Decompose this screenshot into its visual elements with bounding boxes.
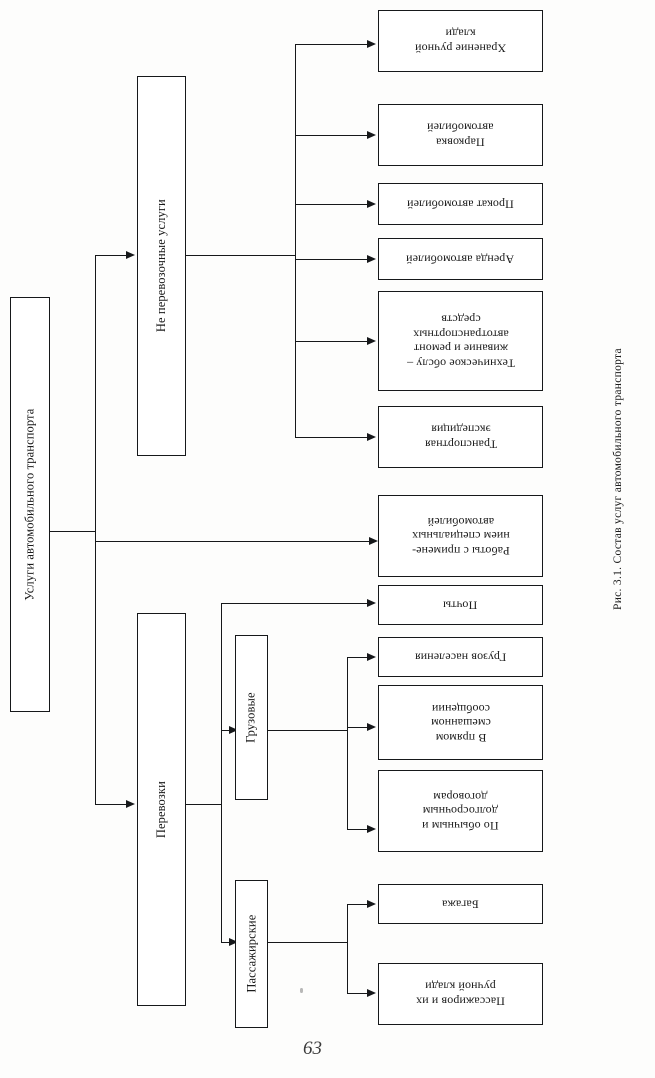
connector-transportation-stem	[186, 804, 222, 806]
node-transportation: Перевозки	[137, 613, 186, 1006]
connector-to-car-rental-prokat	[295, 204, 372, 206]
connector-passenger-trunk	[347, 904, 349, 994]
figure-caption: Рис. 3.1. Состав услуг автомобильного тр…	[612, 348, 624, 610]
connector-to-passenger	[221, 942, 234, 944]
leaf-maintenance-and-repair-label: Техническое обслу – живание и ремонт авт…	[406, 312, 515, 371]
arrow-to-regular-longterm-contracts	[367, 824, 376, 833]
leaf-mixed-traffic: В прямом смешанном сообщении	[378, 685, 543, 760]
arrow-to-maintenance-and-repair	[367, 336, 376, 345]
leaf-maintenance-and-repair: Техническое обслу – живание и ремонт авт…	[378, 291, 543, 391]
arrow-to-population-freight	[367, 652, 376, 661]
leaf-freight-forwarding: Транспортная экспедиция	[378, 406, 543, 468]
connector-root-stem	[50, 531, 96, 533]
connector-to-freight-forwarding	[295, 437, 372, 439]
arrow-root-to-nontransport	[126, 250, 135, 259]
connector-to-car-parking	[295, 135, 372, 137]
leaf-regular-longterm-contracts: По обычным и долгосрочным договорам	[378, 770, 543, 852]
leaf-population-freight-label: Грузов населения	[414, 650, 507, 665]
node-passenger-label: Пассажирские	[243, 914, 258, 994]
arrow-to-car-rental-prokat	[367, 199, 376, 208]
arrow-root-to-transportation	[126, 799, 135, 808]
connector-root-to-transportation	[95, 804, 132, 806]
connector-to-mail	[221, 603, 372, 605]
leaf-car-parking: Парковка автомобилей	[378, 104, 543, 166]
leaf-baggage: Багажа	[378, 884, 543, 924]
leaf-mixed-traffic-label: В прямом смешанном сообщении	[430, 701, 491, 745]
leaf-car-lease-arenda: Аренда автомобилей	[378, 238, 543, 280]
arrow-to-freight-forwarding	[367, 432, 376, 441]
connector-passenger-stem	[268, 942, 348, 944]
arrow-to-baggage	[367, 899, 376, 908]
node-freight-label: Грузовые	[243, 692, 258, 743]
leaf-hand-luggage-storage-label: Хранение ручной клади	[414, 27, 507, 56]
node-freight: Грузовые	[235, 635, 268, 800]
connector-to-car-lease-arenda	[295, 259, 372, 261]
node-transportation-label: Перевозки	[153, 780, 168, 839]
arrow-to-hand-luggage-storage	[367, 39, 376, 48]
connector-to-maintenance-and-repair	[295, 341, 372, 343]
leaf-special-vehicle-works-label: Работы с примене- нием специальных автом…	[411, 514, 510, 558]
arrow-to-car-parking	[367, 130, 376, 139]
connector-to-baggage	[347, 904, 372, 906]
connector-root-to-special-works	[95, 541, 375, 543]
connector-freight-stem	[268, 730, 348, 732]
connector-transportation-trunk	[221, 603, 223, 943]
arrow-to-passenger	[229, 937, 238, 946]
leaf-hand-luggage-storage: Хранение ручной клади	[378, 10, 543, 72]
arrow-to-passengers-hand-luggage	[367, 988, 376, 997]
connector-nontransport-stem	[186, 255, 296, 257]
node-root: Услуги автомобильного транспорта	[10, 297, 50, 712]
node-passenger: Пассажирские	[235, 880, 268, 1028]
node-root-label: Услуги автомобильного транспорта	[22, 408, 37, 601]
leaf-car-lease-arenda-label: Аренда автомобилей	[406, 252, 515, 267]
arrow-to-mixed-traffic	[367, 722, 376, 731]
arrow-to-car-lease-arenda	[367, 254, 376, 263]
leaf-population-freight: Грузов населения	[378, 637, 543, 677]
arrow-to-mail	[367, 598, 376, 607]
scan-speck	[300, 988, 303, 993]
node-non-transport-services-label: Не перевозочные услуги	[153, 199, 168, 333]
connector-root-to-nontransport	[95, 255, 132, 257]
leaf-baggage-label: Багажа	[442, 897, 479, 912]
leaf-car-rental-prokat: Прокат автомобилей	[378, 183, 543, 225]
connector-to-regular-longterm-contracts	[347, 829, 372, 831]
leaf-mail-label: Почты	[443, 598, 478, 613]
leaf-car-rental-prokat-label: Прокат автомобилей	[407, 197, 514, 212]
leaf-passengers-hand-luggage: Пассажиров и их ручной клади	[378, 963, 543, 1025]
connector-to-mixed-traffic	[347, 727, 372, 729]
leaf-freight-forwarding-label: Транспортная экспедиция	[424, 423, 497, 452]
connector-nontransport-trunk	[295, 44, 297, 437]
leaf-passengers-hand-luggage-label: Пассажиров и их ручной клади	[416, 980, 505, 1009]
node-non-transport-services: Не перевозочные услуги	[137, 76, 186, 456]
connector-to-hand-luggage-storage	[295, 44, 372, 46]
leaf-mail: Почты	[378, 585, 543, 625]
connector-root-trunk	[95, 255, 97, 805]
leaf-special-vehicle-works: Работы с примене- нием специальных автом…	[378, 495, 543, 577]
arrow-root-to-special-works	[369, 536, 378, 545]
connector-to-population-freight	[347, 657, 372, 659]
connector-freight-trunk	[347, 657, 349, 829]
connector-to-passengers-hand-luggage	[347, 993, 372, 995]
leaf-car-parking-label: Парковка автомобилей	[427, 121, 494, 150]
arrow-to-freight	[229, 725, 238, 734]
connector-to-freight	[221, 730, 234, 732]
leaf-regular-longterm-contracts-label: По обычным и долгосрочным договорам	[422, 789, 499, 833]
page-number: 63	[303, 1038, 322, 1059]
